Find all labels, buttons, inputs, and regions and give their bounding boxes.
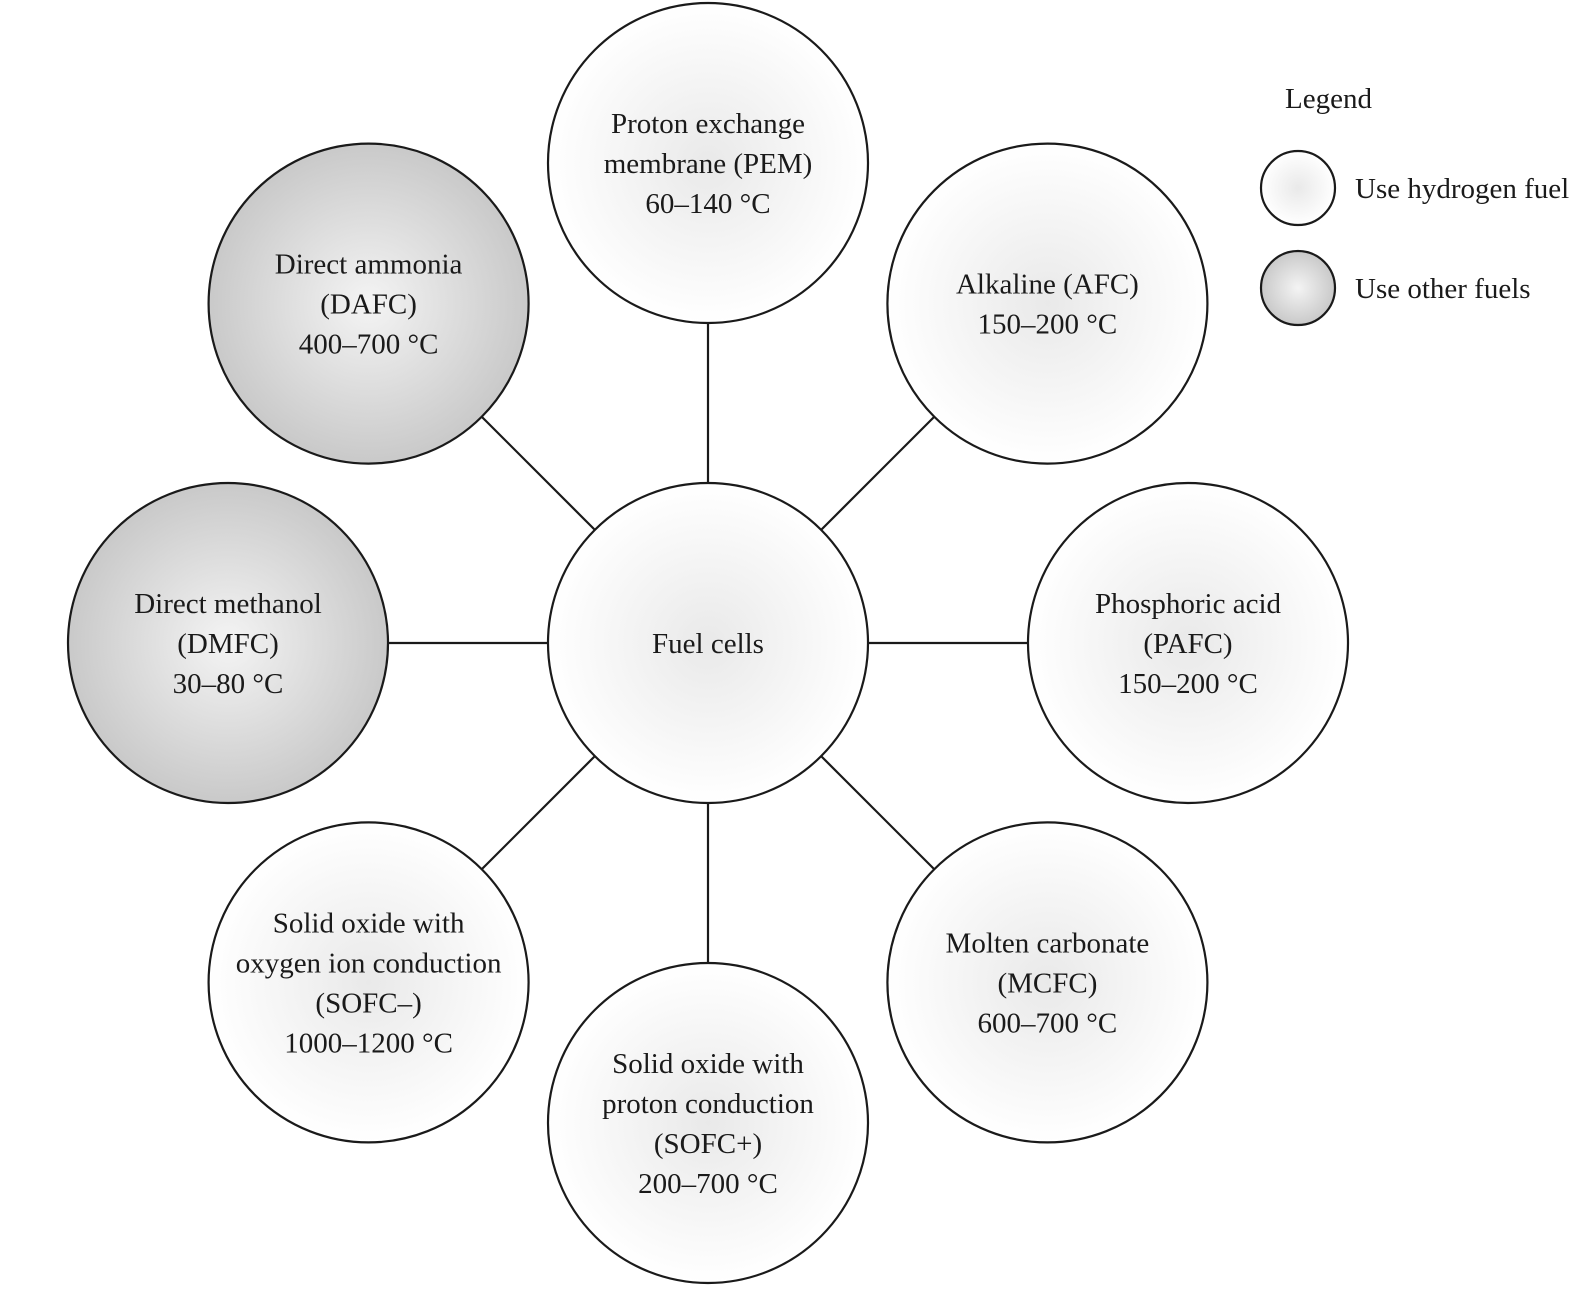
connector-sofc-minus — [480, 755, 596, 871]
node-pafc: Phosphoric acid (PAFC) 150–200 °C — [1026, 481, 1350, 805]
node-dmfc: Direct methanol (DMFC) 30–80 °C — [66, 481, 390, 805]
connector-afc — [820, 415, 936, 531]
node-afc-label-line: Alkaline (AFC) — [956, 269, 1139, 301]
node-dmfc-circle — [66, 481, 390, 805]
node-afc-label-line: 150–200 °C — [978, 309, 1118, 341]
node-pem: Proton exchange membrane (PEM) 60–140 °C — [546, 1, 870, 325]
node-sofc-minus: Solid oxide with oxygen ion conduction (SO… — [207, 821, 530, 1144]
node-center-fuel-cells-circle — [546, 481, 870, 805]
node-dmfc-label-line: 30–80 °C — [173, 668, 284, 700]
node-dafc-label-line: 400–700 °C — [299, 329, 439, 361]
node-dafc-circle — [207, 142, 530, 465]
connector-dafc — [480, 415, 596, 531]
node-pem-label-line: membrane (PEM) — [604, 148, 813, 180]
node-center-fuel-cells-label-line: Fuel cells — [652, 628, 764, 660]
node-pafc-label-line: (PAFC) — [1143, 628, 1232, 660]
node-dmfc-label-line: Direct methanol — [134, 588, 322, 620]
node-sofc-minus-label-line: oxygen ion conduction — [236, 947, 502, 979]
node-pem-label-line: Proton exchange — [611, 108, 805, 140]
legend-label-other: Use other fuels — [1355, 273, 1531, 305]
legend-swatch-hydrogen — [1259, 149, 1337, 227]
node-sofc-plus-label-line: (SOFC+) — [654, 1128, 762, 1160]
node-sofc-plus-label-line: 200–700 °C — [638, 1168, 778, 1200]
node-sofc-plus-circle — [546, 961, 870, 1285]
node-mcfc-label-line: Molten carbonate — [946, 927, 1150, 959]
node-pafc-label-line: Phosphoric acid — [1095, 588, 1282, 620]
node-dafc-label-line: Direct ammonia — [275, 249, 463, 281]
node-sofc-minus-circle — [207, 821, 530, 1144]
legend-title: Legend — [1285, 83, 1372, 115]
legend-item-hydrogen: Use hydrogen fuel — [1259, 149, 1569, 227]
node-sofc-minus-label-line: (SOFC–) — [315, 987, 421, 1019]
connector-lines — [388, 323, 1028, 963]
node-pafc-circle — [1026, 481, 1350, 805]
node-sofc-plus-label-line: Solid oxide with — [612, 1048, 804, 1080]
node-afc: Alkaline (AFC) 150–200 °C — [886, 142, 1209, 465]
node-dafc-label-line: (DAFC) — [320, 289, 417, 321]
node-sofc-plus: Solid oxide with proton conduction (SOFC+)… — [546, 961, 870, 1285]
legend-label-hydrogen: Use hydrogen fuel — [1355, 173, 1569, 205]
node-pem-circle — [546, 1, 870, 325]
node-mcfc-label-line: 600–700 °C — [978, 1007, 1118, 1039]
node-afc-circle — [886, 142, 1209, 465]
node-mcfc-circle — [886, 821, 1209, 1144]
node-mcfc: Molten carbonate (MCFC) 600–700 °C — [886, 821, 1209, 1144]
node-pem-label-line: 60–140 °C — [645, 188, 770, 220]
fuel-cell-nodes: Proton exchange membrane (PEM) 60–140 °C Al… — [66, 1, 1350, 1285]
legend-item-other: Use other fuels — [1259, 249, 1531, 327]
node-dafc: Direct ammonia (DAFC) 400–700 °C — [207, 142, 530, 465]
node-sofc-minus-label-line: 1000–1200 °C — [284, 1027, 453, 1059]
node-pafc-label-line: 150–200 °C — [1118, 668, 1258, 700]
node-dmfc-label-line: (DMFC) — [177, 628, 279, 660]
legend-swatch-other — [1259, 249, 1337, 327]
node-sofc-plus-label-line: proton conduction — [602, 1088, 814, 1120]
node-center-fuel-cells: Fuel cells — [546, 481, 870, 805]
node-sofc-minus-label-line: Solid oxide with — [273, 907, 465, 939]
node-mcfc-label-line: (MCFC) — [997, 967, 1097, 999]
connector-mcfc — [820, 755, 936, 871]
